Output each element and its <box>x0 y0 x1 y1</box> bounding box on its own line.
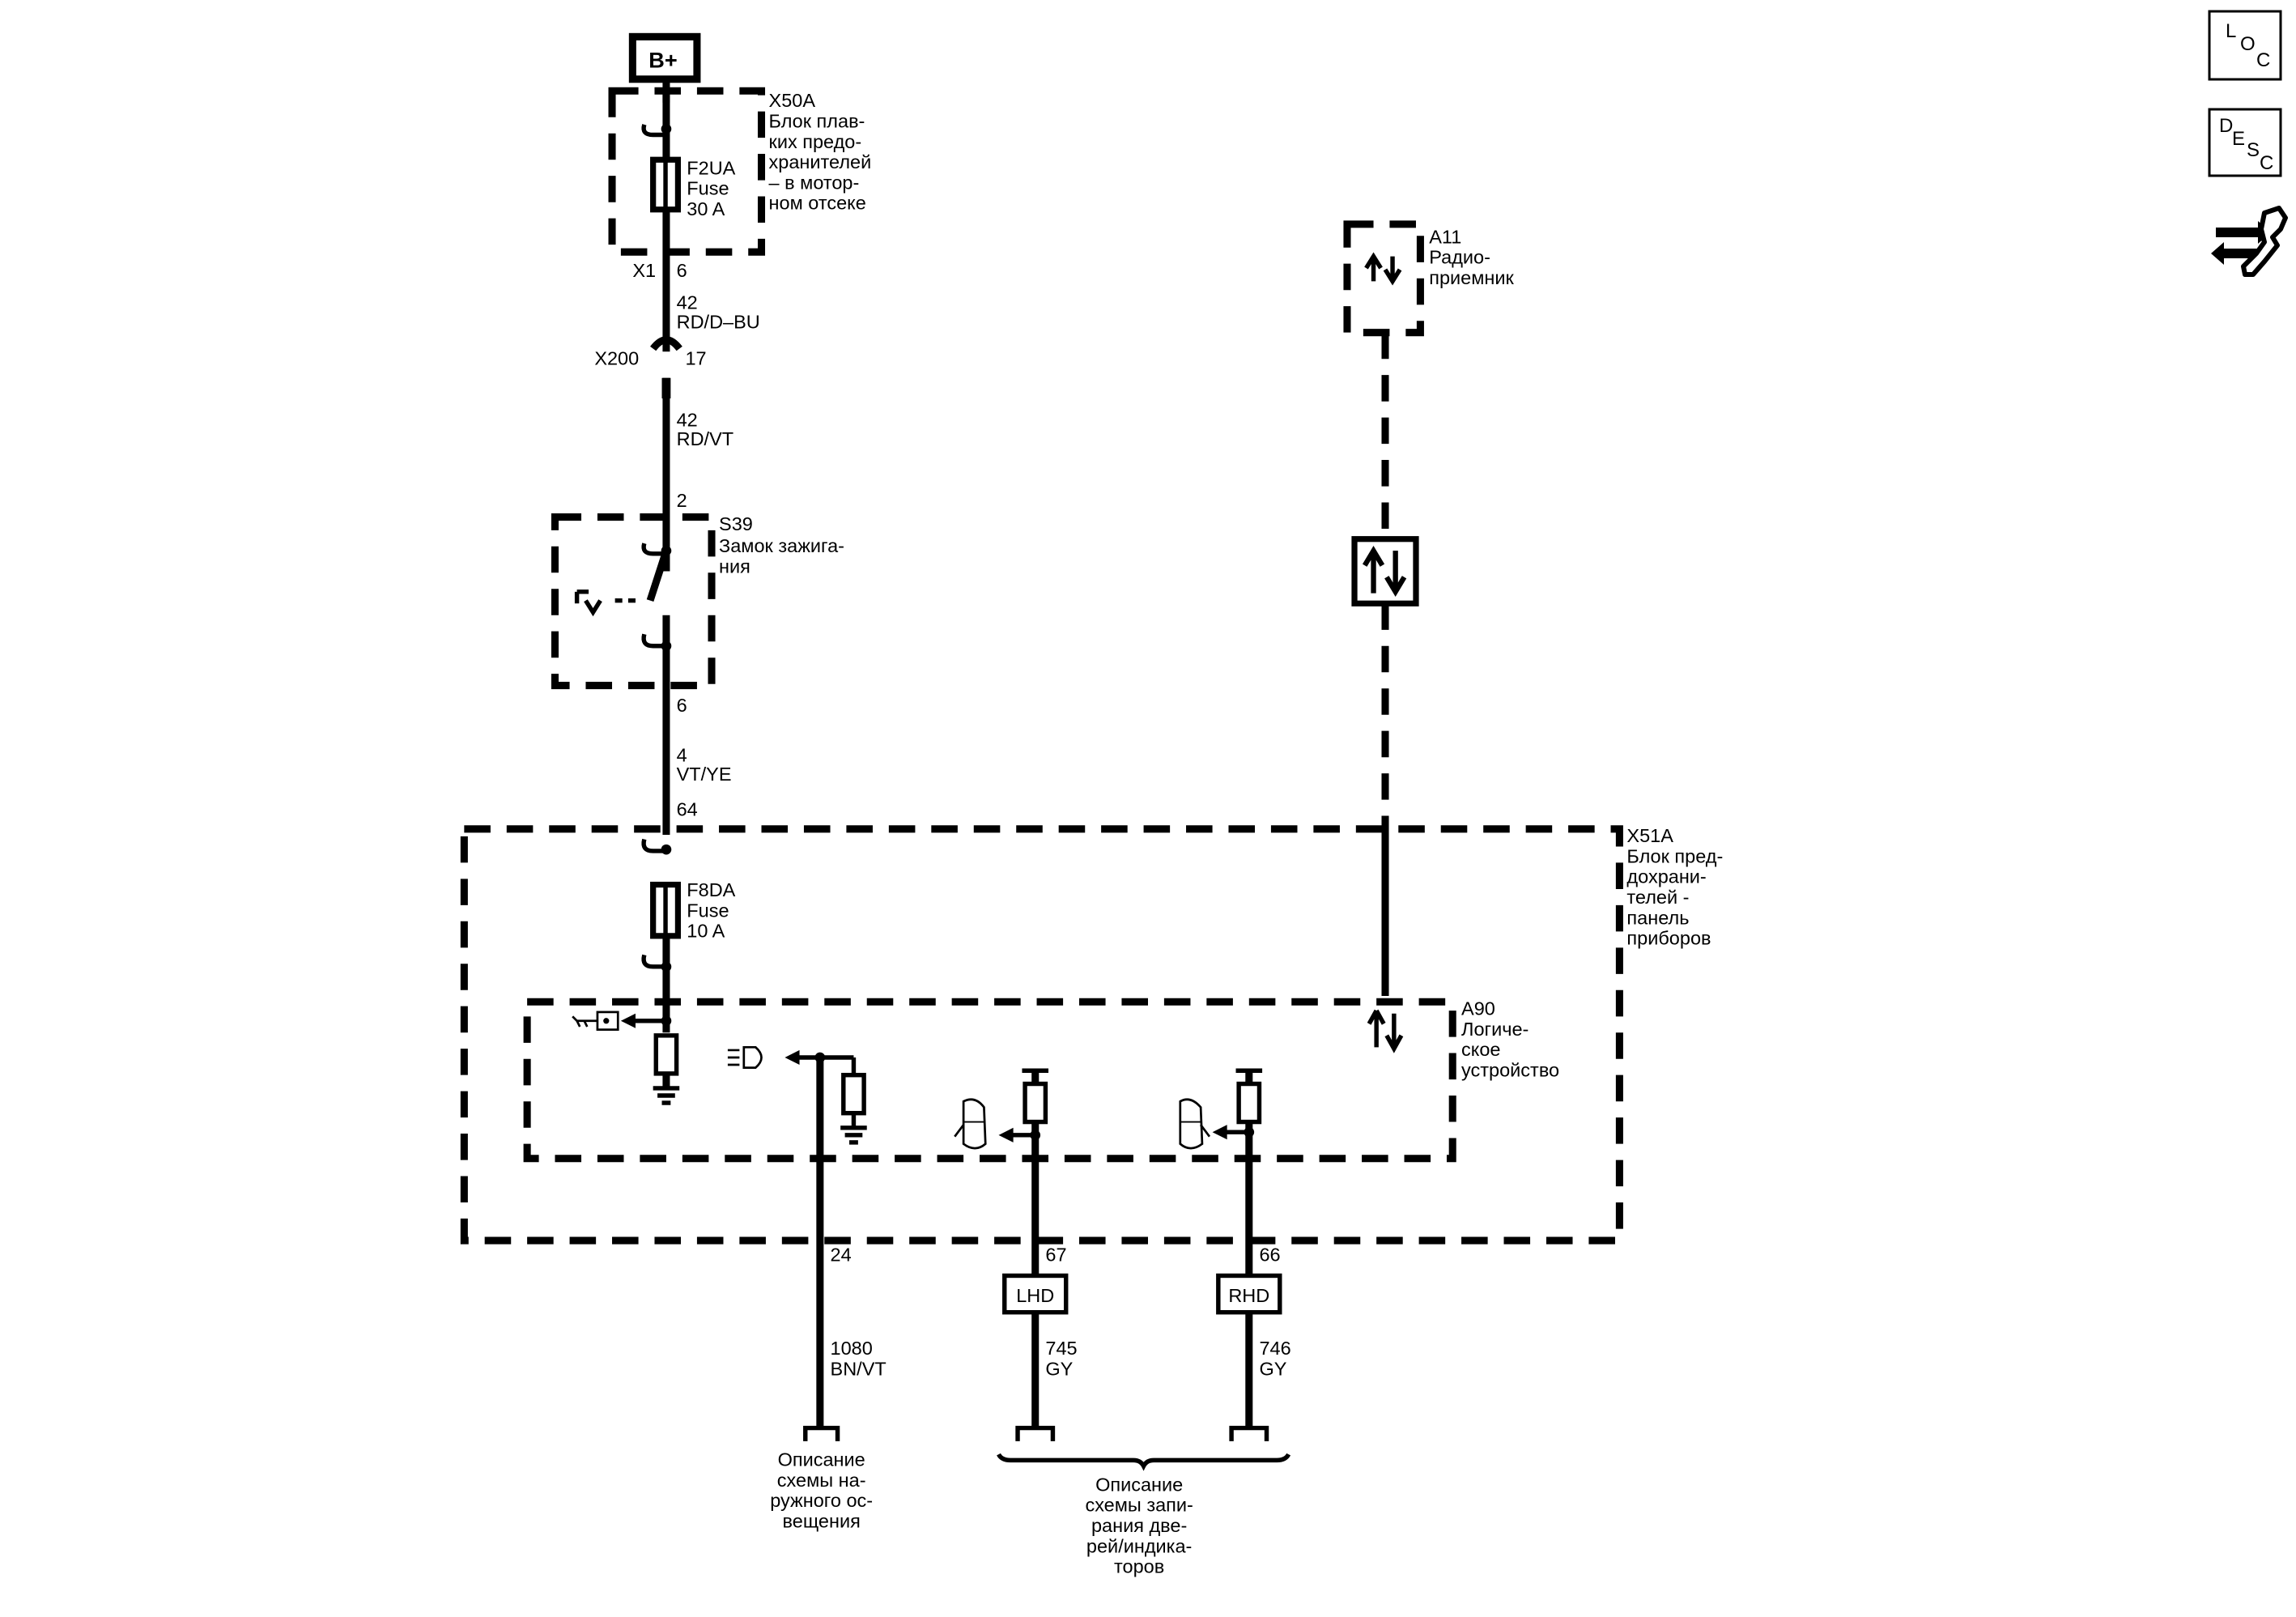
x50a-fuse-block-outline <box>608 87 766 256</box>
svg-text:схемы на-: схемы на- <box>777 1470 866 1491</box>
svg-text:рей/индика-: рей/индика- <box>1086 1535 1192 1556</box>
door-lock-ref-brace <box>997 1453 1291 1471</box>
wire-4-circuit: 4 <box>677 745 687 766</box>
door-rhd-icon <box>1179 1098 1211 1150</box>
wire-746-circuit: 746 <box>1259 1338 1290 1359</box>
loc-letter-o: O <box>2240 33 2256 55</box>
wire-746-color: GY <box>1259 1358 1286 1379</box>
rhd-option-label: RHD <box>1228 1285 1269 1306</box>
a11-radio-outline <box>1343 220 1424 337</box>
svg-text:хранителей: хранителей <box>769 151 872 172</box>
s39-ignition-switch-outline <box>551 513 716 690</box>
rhd-option-box <box>1216 1273 1282 1315</box>
svg-text:устройство: устройство <box>1461 1059 1559 1080</box>
battery-positive-label: B+ <box>648 47 677 72</box>
desc-icon-button[interactable]: D E S C <box>2208 108 2282 177</box>
s39-label: S39 Замок зажига- ния <box>719 513 844 577</box>
f8da-fuse-label: F8DA Fuse 10 A <box>687 879 735 942</box>
desc-letter-d: D <box>2219 115 2233 137</box>
lhd-option-box <box>1002 1273 1069 1315</box>
exterior-lighting-ref-bracket <box>803 1425 840 1441</box>
a90-label: A90 Логиче- ское устройство <box>1461 998 1559 1081</box>
x51a-label: X51A Блок пред- дохрани- телей - панель … <box>1626 825 1723 949</box>
svg-text:Блок пред-: Блок пред- <box>1626 845 1723 866</box>
svg-text:панель: панель <box>1626 907 1689 928</box>
desc-letter-s: S <box>2247 139 2260 161</box>
svg-text:схемы запи-: схемы запи- <box>1085 1495 1193 1516</box>
headlamp-icon <box>727 1045 763 1069</box>
svg-text:ких предо-: ких предо- <box>769 131 862 152</box>
pin-66-label: 66 <box>1259 1244 1280 1265</box>
x51a-input-pin: 64 <box>677 799 698 820</box>
a11-label: A11 Радио- приемник <box>1429 226 1514 288</box>
pin-24-label: 24 <box>831 1244 852 1265</box>
s39-input-pin: 2 <box>677 490 687 511</box>
wire-42-vt-color: RD/VT <box>677 428 734 449</box>
wire-745-circuit: 745 <box>1045 1338 1077 1359</box>
svg-text:F8DA: F8DA <box>687 879 735 900</box>
svg-text:Радио-: Радио- <box>1429 247 1490 268</box>
svg-text:Описание: Описание <box>778 1449 865 1470</box>
exterior-lighting-ref-label: Описание схемы на- ружного ос- вещения <box>770 1449 873 1532</box>
svg-text:вещения: вещения <box>783 1511 861 1532</box>
x200-pin-label: 17 <box>685 347 706 368</box>
svg-text:торов: торов <box>1114 1556 1164 1577</box>
serial-data-box <box>1351 536 1419 606</box>
svg-text:A11: A11 <box>1429 226 1461 247</box>
wire-4-color: VT/YE <box>677 764 732 785</box>
desc-letter-e: E <box>2232 128 2245 150</box>
svg-text:X50A: X50A <box>769 90 816 111</box>
lhd-option-label: LHD <box>1016 1285 1054 1306</box>
svg-text:Блок плав-: Блок плав- <box>769 110 865 131</box>
svg-text:S39: S39 <box>719 513 753 534</box>
svg-text:Логиче-: Логиче- <box>1461 1019 1529 1040</box>
wire-1080-circuit: 1080 <box>831 1338 873 1359</box>
wire-42-color: RD/D–BU <box>677 311 760 332</box>
desc-letter-c: C <box>2260 152 2273 174</box>
wire-1080-color: BN/VT <box>831 1358 887 1379</box>
svg-text:ское: ское <box>1461 1039 1500 1060</box>
pin-67-label: 67 <box>1045 1244 1066 1265</box>
x1-pin-label: 6 <box>677 260 687 281</box>
x1-connector-label: X1 <box>632 260 656 281</box>
svg-text:ном отсеке: ном отсеке <box>769 193 866 214</box>
svg-text:приемник: приемник <box>1429 267 1514 288</box>
loc-letter-c: C <box>2256 49 2270 71</box>
connector-wrench-icon[interactable] <box>2208 197 2289 282</box>
loc-letter-l: L <box>2226 20 2236 42</box>
svg-text:A90: A90 <box>1461 998 1495 1019</box>
svg-text:10 A: 10 A <box>687 921 725 942</box>
battery-positive-box: B+ <box>628 32 701 83</box>
svg-text:Описание: Описание <box>1095 1474 1183 1495</box>
svg-text:Fuse: Fuse <box>687 178 729 199</box>
wire-42-circuit: 42 <box>677 292 698 313</box>
ground-symbol-2 <box>840 1126 867 1145</box>
svg-text:F2UA: F2UA <box>687 157 735 178</box>
door-lhd-icon <box>954 1098 987 1150</box>
svg-text:ружного ос-: ружного ос- <box>770 1490 873 1511</box>
svg-text:дохрани-: дохрани- <box>1626 866 1706 887</box>
door-lock-ref-label: Описание схемы запи- рания две- рей/инди… <box>1085 1474 1193 1577</box>
ground-symbol-1 <box>653 1086 680 1105</box>
x51a-fuse-block-outline <box>460 825 1623 1245</box>
key-icon <box>572 1011 619 1031</box>
svg-text:Замок зажига-: Замок зажига- <box>719 535 844 556</box>
x200-connector-label: X200 <box>594 347 639 368</box>
svg-text:телей -: телей - <box>1626 887 1689 908</box>
svg-text:– в мотор-: – в мотор- <box>769 172 860 193</box>
x50a-label: X50A Блок плав- ких предо- хранителей – … <box>769 90 872 214</box>
svg-text:30 A: 30 A <box>687 198 725 219</box>
wire-42-vt-circuit: 42 <box>677 409 698 430</box>
loc-icon-button[interactable]: L O C <box>2208 10 2282 81</box>
svg-text:Fuse: Fuse <box>687 900 729 921</box>
s39-output-pin: 6 <box>677 695 687 716</box>
svg-text:X51A: X51A <box>1626 825 1673 846</box>
wire-745-color: GY <box>1045 1358 1073 1379</box>
svg-text:рания две-: рания две- <box>1091 1515 1187 1536</box>
f2ua-fuse-label: F2UA Fuse 30 A <box>687 157 735 219</box>
a90-logic-unit-outline <box>523 998 1456 1163</box>
svg-text:ния: ния <box>719 555 750 577</box>
svg-text:приборов: приборов <box>1626 928 1711 949</box>
